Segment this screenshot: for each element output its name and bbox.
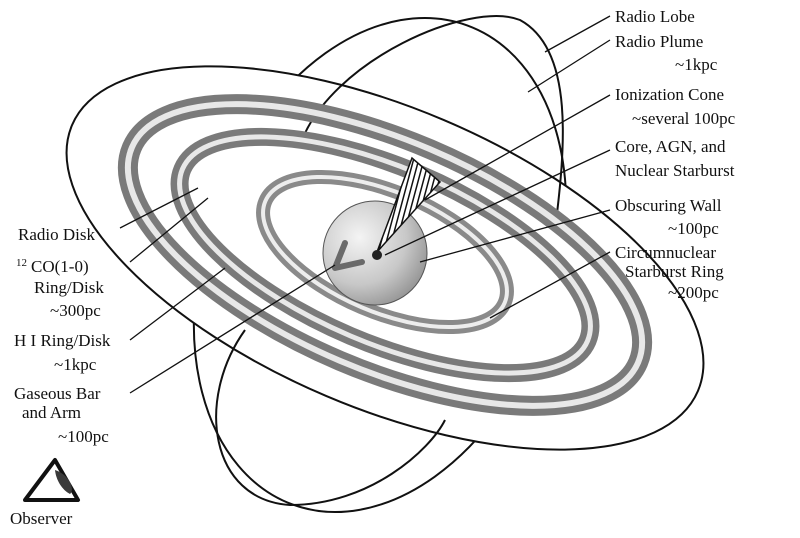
leader-lines — [119, 15, 611, 394]
label-circumnuclear-size: ~200pc — [668, 283, 719, 302]
leader-co — [129, 197, 209, 263]
gaseous-bar-mark — [332, 240, 365, 271]
leader-circumnuclear — [489, 251, 611, 319]
leader-ionization-cone — [424, 94, 611, 201]
ionization-cone — [376, 156, 442, 253]
label-core-1: Core, AGN, and — [615, 137, 726, 156]
leader-radio-lobe — [544, 15, 611, 53]
agn-point — [372, 250, 382, 260]
label-co-size: ~300pc — [50, 301, 101, 320]
label-ionization-cone: Ionization Cone — [615, 85, 724, 104]
label-core-2: Nuclear Starburst — [615, 161, 735, 180]
hi-ring-highlight — [124, 101, 646, 409]
label-gas-size: ~100pc — [58, 427, 109, 446]
leader-hi — [129, 267, 226, 341]
label-gas-1: Gaseous Bar — [14, 384, 101, 403]
label-obscuring-wall-size: ~100pc — [668, 219, 719, 238]
radio-lobe-lower — [215, 329, 446, 507]
label-hi-size: ~1kpc — [54, 355, 97, 374]
leader-radio-plume — [527, 39, 611, 93]
label-co-sup: 12 — [16, 257, 27, 269]
label-radio-lobe: Radio Lobe — [615, 7, 695, 26]
label-ionization-cone-size: ~several 100pc — [632, 109, 736, 128]
leader-core — [384, 149, 611, 256]
label-gas-2: and Arm — [22, 403, 81, 422]
observer-icon — [23, 458, 80, 502]
radio-lobe-front — [299, 15, 564, 231]
label-radio-plume: Radio Plume — [615, 32, 703, 51]
label-hi: H I Ring/Disk — [14, 331, 111, 350]
label-observer: Observer — [10, 509, 73, 528]
label-circumnuclear-1: Circumnuclear — [615, 243, 716, 262]
leader-radio-disk — [119, 187, 199, 229]
label-circumnuclear-2: Starburst Ring — [625, 262, 724, 281]
label-co-main: CO(1-0) — [31, 257, 89, 276]
label-co-2: Ring/Disk — [34, 278, 104, 297]
leader-obscuring-wall — [419, 209, 611, 263]
label-obscuring-wall: Obscuring Wall — [615, 196, 722, 215]
label-radio-disk: Radio Disk — [18, 225, 95, 244]
label-co: 12 CO(1-0) — [16, 253, 89, 276]
label-radio-plume-size: ~1kpc — [675, 55, 718, 74]
leader-gas — [129, 264, 336, 394]
